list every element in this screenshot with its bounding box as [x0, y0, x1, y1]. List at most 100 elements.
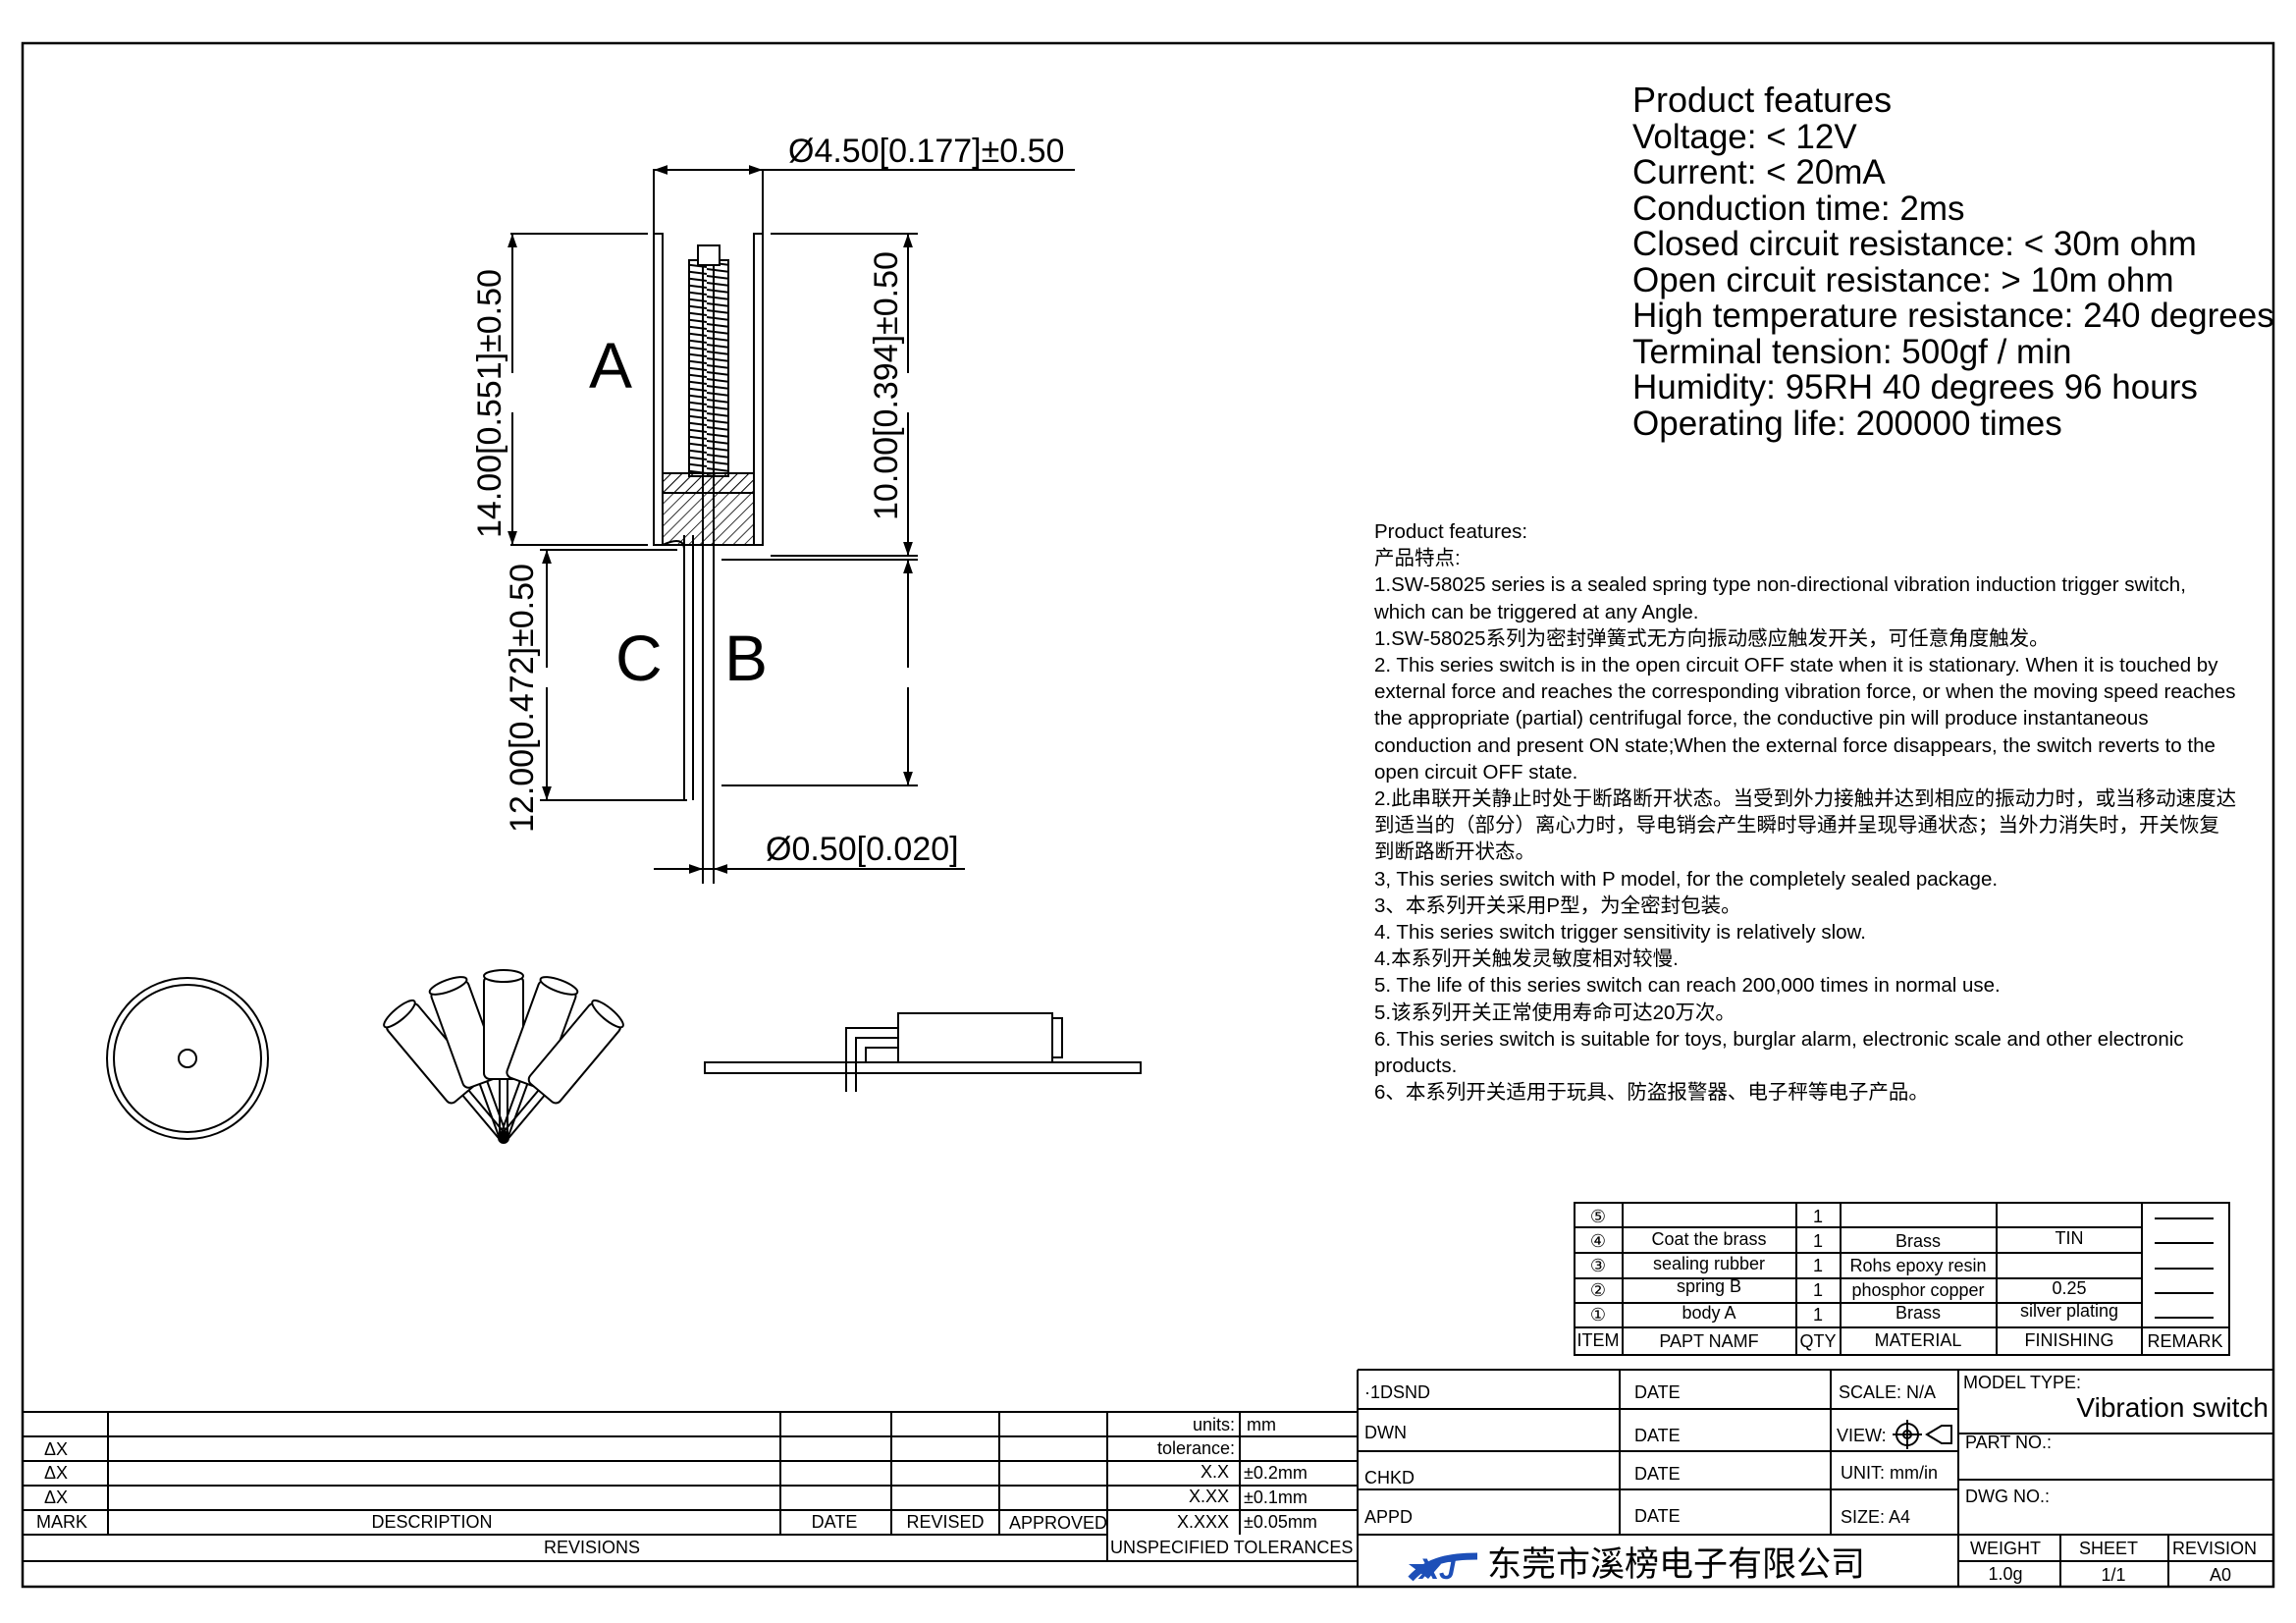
notes-line: 5.该系列开关正常使用寿命可达20万次。	[1374, 1001, 1735, 1024]
notes-line: 2. This series switch is in the open cir…	[1374, 654, 2236, 784]
features-title: Product features	[1632, 80, 1893, 120]
revision-header-approved: APPROVED	[1009, 1513, 1107, 1533]
notes-line: 1.SW-58025系列为密封弹簧式无方向振动感应触发开关，可任意角度触发。	[1374, 626, 2050, 650]
signoff-date-label: DATE	[1634, 1426, 1681, 1445]
bom-row-part: spring B	[1677, 1276, 1741, 1296]
size-label: SIZE: A4	[1841, 1507, 1910, 1527]
tolerance-units-label: units:	[1193, 1415, 1235, 1434]
bom-row-part: Coat the brass	[1651, 1229, 1766, 1249]
label-c: C	[615, 622, 663, 694]
unit-label: UNIT: mm/in	[1841, 1463, 1938, 1483]
tolerances-block: units: mm tolerance: X.X ±0.2mm X.XX ±0.…	[1110, 1415, 1353, 1557]
bom-row-material: phosphor copper	[1851, 1280, 1984, 1300]
notes-line: 2.此串联开关静止时处于断路断开状态。当受到外力接触并达到相应的振动力时，或当移…	[1374, 787, 2237, 864]
tolerance-units-value: mm	[1247, 1415, 1276, 1434]
feature-item: Voltage: < 12V	[1632, 117, 1857, 156]
revision-mark: ΔX	[44, 1488, 68, 1507]
section-view	[653, 169, 764, 884]
feature-item: Terminal tension: 500gf / min	[1632, 332, 2072, 371]
weight-value: 1.0g	[1988, 1564, 2022, 1584]
notes-line: 6. This series switch is suitable for to…	[1374, 1027, 2184, 1078]
notes-line: 5. The life of this series switch can re…	[1374, 974, 2001, 998]
revision-value: A0	[2210, 1565, 2231, 1585]
revision-header-mark: MARK	[36, 1512, 87, 1532]
product-notes: Product features: 产品特点: 1.SW-58025 serie…	[1374, 518, 2238, 1106]
dim-height-total: 14.00[0.551]±0.50	[471, 269, 508, 538]
bom-row-material: Brass	[1896, 1303, 1941, 1323]
dim-diameter-top: Ø4.50[0.177]±0.50	[788, 133, 1064, 170]
company-logo-text: XJ	[1417, 1553, 1457, 1586]
model-type-value: Vibration switch	[2076, 1392, 2269, 1423]
bom-row-finishing: 0.25	[2052, 1278, 2086, 1298]
bom-row-material: Rohs epoxy resin	[1849, 1256, 1986, 1275]
revision-header-date: DATE	[812, 1512, 858, 1532]
weight-label: WEIGHT	[1970, 1539, 2041, 1558]
tolerance-key: X.XX	[1189, 1487, 1229, 1506]
tolerances-title: UNSPECIFIED TOLERANCES	[1110, 1538, 1353, 1557]
sheet-value: 1/1	[2101, 1565, 2125, 1585]
feature-item: High temperature resistance: 240 degrees	[1632, 297, 2274, 335]
trigger-angle-view	[383, 969, 624, 1144]
bom-table-text: ⑤ 1 ④ Coat the brass 1 Brass TIN ③ seali…	[1577, 1207, 2223, 1351]
feature-item: Operating life: 200000 times	[1632, 404, 2062, 443]
tolerance-key: X.XXX	[1177, 1512, 1229, 1532]
revision-header-description: DESCRIPTION	[371, 1512, 492, 1532]
sheet-label: SHEET	[2079, 1539, 2138, 1558]
notes-line: 4. This series switch trigger sensitivit…	[1374, 921, 1866, 945]
projection-view-icon	[1893, 1420, 1952, 1449]
bom-row-item: ③	[1590, 1256, 1606, 1275]
dim-height-pin: 12.00[0.472]±0.50	[504, 564, 541, 833]
model-type-label: MODEL TYPE:	[1963, 1373, 2081, 1392]
bom-header-finishing: FINISHING	[2024, 1330, 2113, 1350]
label-a: A	[589, 329, 632, 402]
bom-row-qty: 1	[1813, 1280, 1823, 1300]
notes-line: 3、本系列开关采用P型，为全密封包装。	[1374, 893, 1741, 917]
bom-header-material: MATERIAL	[1875, 1330, 1962, 1350]
notes-line: 产品特点:	[1374, 547, 1461, 570]
bom-header-part: PAPT NAMF	[1659, 1331, 1758, 1351]
notes-line: Product features:	[1374, 520, 1528, 543]
company-name: 东莞市溪榜电子有限公司	[1487, 1545, 1865, 1584]
dim-height-body: 10.00[0.394]±0.50	[868, 251, 905, 520]
dwg-no-label: DWG NO.:	[1965, 1487, 2050, 1506]
bom-row-qty: 1	[1813, 1305, 1823, 1325]
top-view	[106, 977, 269, 1140]
bom-row-item: ②	[1590, 1280, 1606, 1300]
bom-row-item: ④	[1590, 1231, 1606, 1251]
bom-table-grid	[1574, 1202, 2230, 1356]
signoff-row-label: ·1DSND	[1364, 1382, 1430, 1402]
signoff-row-label: CHKD	[1364, 1468, 1415, 1488]
part-no-label: PART NO.:	[1965, 1433, 2052, 1452]
bom-row-item: ①	[1590, 1305, 1606, 1325]
tolerance-value: ±0.05mm	[1244, 1512, 1317, 1532]
label-b: B	[724, 622, 768, 694]
feature-item: Closed circuit resistance: < 30m ohm	[1632, 225, 2197, 263]
tolerance-value: ±0.2mm	[1244, 1463, 1308, 1483]
tolerance-key: X.X	[1201, 1462, 1229, 1482]
feature-item: Current: < 20mA	[1632, 153, 1886, 191]
product-features-box: Product features Voltage: < 12V Current:…	[1632, 80, 2274, 443]
view-label: VIEW:	[1837, 1426, 1887, 1445]
scale-label: SCALE: N/A	[1839, 1382, 1936, 1402]
bom-row-material: Brass	[1896, 1231, 1941, 1251]
bom-row-finishing: TIN	[2056, 1228, 2084, 1248]
revision-header-revised: REVISED	[906, 1512, 984, 1532]
bom-header-qty: QTY	[1799, 1331, 1836, 1351]
signoff-date-label: DATE	[1634, 1464, 1681, 1484]
tolerance-label: tolerance:	[1157, 1438, 1235, 1458]
side-mount-view	[704, 1012, 1142, 1092]
feature-item: Humidity: 95RH 40 degrees 96 hours	[1632, 368, 2198, 406]
notes-line: 6、本系列开关适用于玩具、防盗报警器、电子秤等电子产品。	[1374, 1081, 1929, 1105]
bom-row-qty: 1	[1813, 1256, 1823, 1275]
revision-mark: ΔX	[44, 1463, 68, 1483]
title-block-grid	[23, 1369, 2273, 1587]
signoff-row-label: APPD	[1364, 1507, 1413, 1527]
dimension-lines	[507, 165, 1075, 874]
sheet-border	[21, 41, 2275, 1589]
bom-row-qty: 1	[1813, 1231, 1823, 1251]
bom-row-item: ⑤	[1590, 1207, 1606, 1226]
feature-item: Open circuit resistance: > 10m ohm	[1632, 260, 2174, 299]
signoff-block: ·1DSND DWN CHKD APPD DATE DATE DATE DATE…	[1364, 1373, 2269, 1585]
bom-row-part: body A	[1682, 1303, 1735, 1323]
